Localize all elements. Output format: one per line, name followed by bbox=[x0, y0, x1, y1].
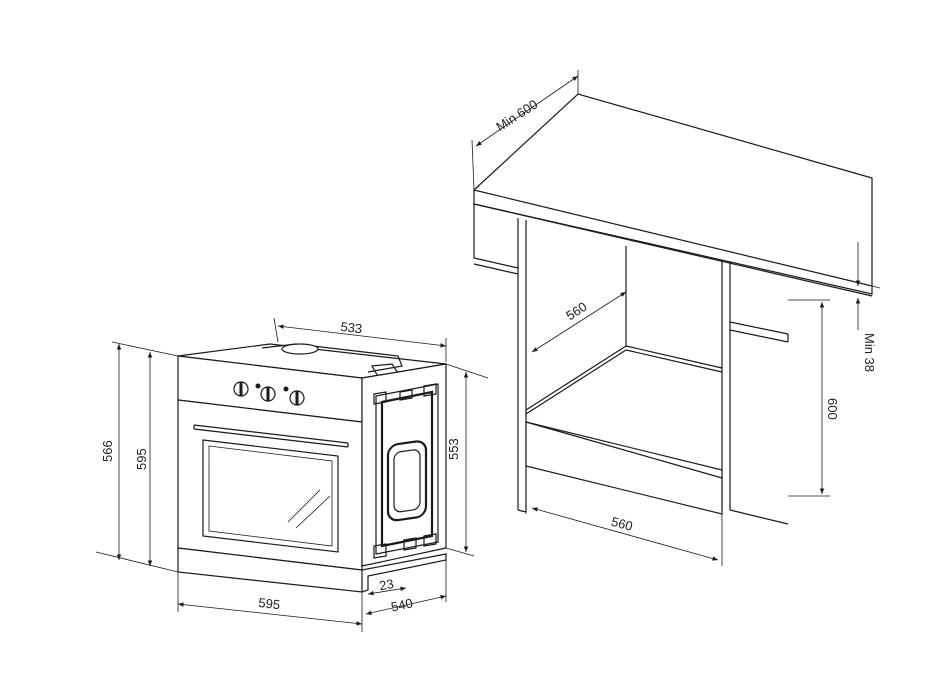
dim-label: 560 bbox=[610, 514, 635, 534]
oven-knobs bbox=[233, 381, 305, 406]
dim-oven-side-height: 553 bbox=[445, 363, 489, 557]
dim-oven-height-outer: 566 bbox=[95, 341, 179, 573]
dim-label: Min 600 bbox=[493, 96, 540, 134]
oven-drawing: 533 566 595 553 595 bbox=[95, 317, 489, 632]
dim-cabinet-height: 600 bbox=[788, 299, 840, 497]
countertop bbox=[473, 93, 873, 295]
oven-side-cutout bbox=[386, 440, 428, 522]
dim-label: 560 bbox=[563, 299, 589, 323]
dim-oven-width: 595 bbox=[177, 572, 363, 632]
dim-cabinet-min-top: Min 38 bbox=[855, 242, 881, 372]
right-cabinet bbox=[721, 260, 789, 525]
dim-label: 600 bbox=[825, 398, 840, 420]
dim-label: 595 bbox=[134, 448, 149, 470]
cabinet-niche bbox=[525, 246, 723, 515]
cabinet-base-strip bbox=[525, 421, 723, 515]
dim-oven-top-depth: 533 bbox=[273, 317, 447, 362]
dim-label: 566 bbox=[100, 440, 115, 462]
dim-label: 540 bbox=[390, 595, 414, 614]
dim-label: 23 bbox=[378, 576, 395, 593]
left-cabinet bbox=[473, 204, 527, 513]
dim-oven-depth: 540 bbox=[365, 560, 447, 615]
cabinet-drawing: Min 600 560 Min 38 600 560 bbox=[471, 70, 881, 566]
dim-cabinet-width: 560 bbox=[525, 468, 723, 566]
dim-label: 595 bbox=[258, 595, 281, 612]
dim-oven-height-front: 595 bbox=[134, 352, 153, 566]
dim-label: 553 bbox=[446, 438, 461, 460]
dim-oven-panel: 23 bbox=[367, 576, 407, 596]
window-glare bbox=[287, 489, 331, 529]
dim-cabinet-inner-depth: 560 bbox=[531, 291, 627, 353]
dim-label: Min 38 bbox=[862, 333, 877, 372]
oven-handle bbox=[193, 424, 349, 448]
oven-window bbox=[202, 439, 339, 553]
dim-label: 533 bbox=[340, 319, 363, 336]
